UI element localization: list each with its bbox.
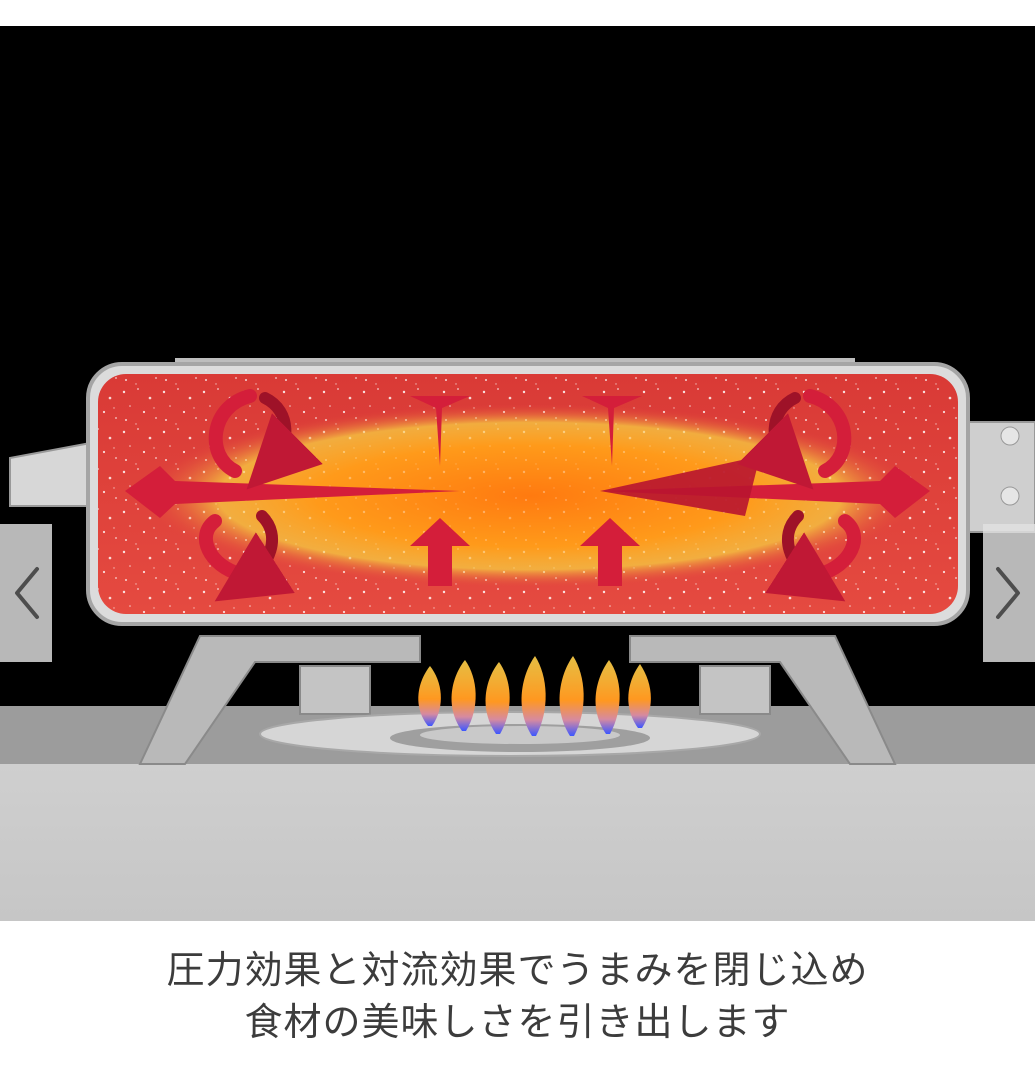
caption-line-1: 圧力効果と対流効果でうまみを閉じ込め xyxy=(166,948,869,992)
curl-arrow xyxy=(208,389,257,478)
burner-flames xyxy=(418,656,651,736)
pan-heating-illustration xyxy=(0,26,1035,921)
burner-grate xyxy=(138,635,897,765)
arrows-up xyxy=(410,518,640,586)
carousel-next-button[interactable] xyxy=(983,524,1035,662)
arrows-down xyxy=(410,396,642,466)
image-caption: 圧力効果と対流効果でうまみを閉じ込め 食材の美味しさを引き出します xyxy=(0,944,1035,1048)
chevron-right-icon xyxy=(996,567,1020,619)
caption-line-2: 食材の美味しさを引き出します xyxy=(244,1000,791,1044)
chevron-left-icon xyxy=(15,567,39,619)
convection-arrows xyxy=(125,389,930,602)
counter xyxy=(0,764,1035,921)
burner-ring xyxy=(259,711,761,757)
carousel-prev-button[interactable] xyxy=(0,524,52,662)
illustration-stage xyxy=(0,26,1035,921)
arrow-right xyxy=(600,466,930,518)
arrow-left xyxy=(125,466,460,518)
